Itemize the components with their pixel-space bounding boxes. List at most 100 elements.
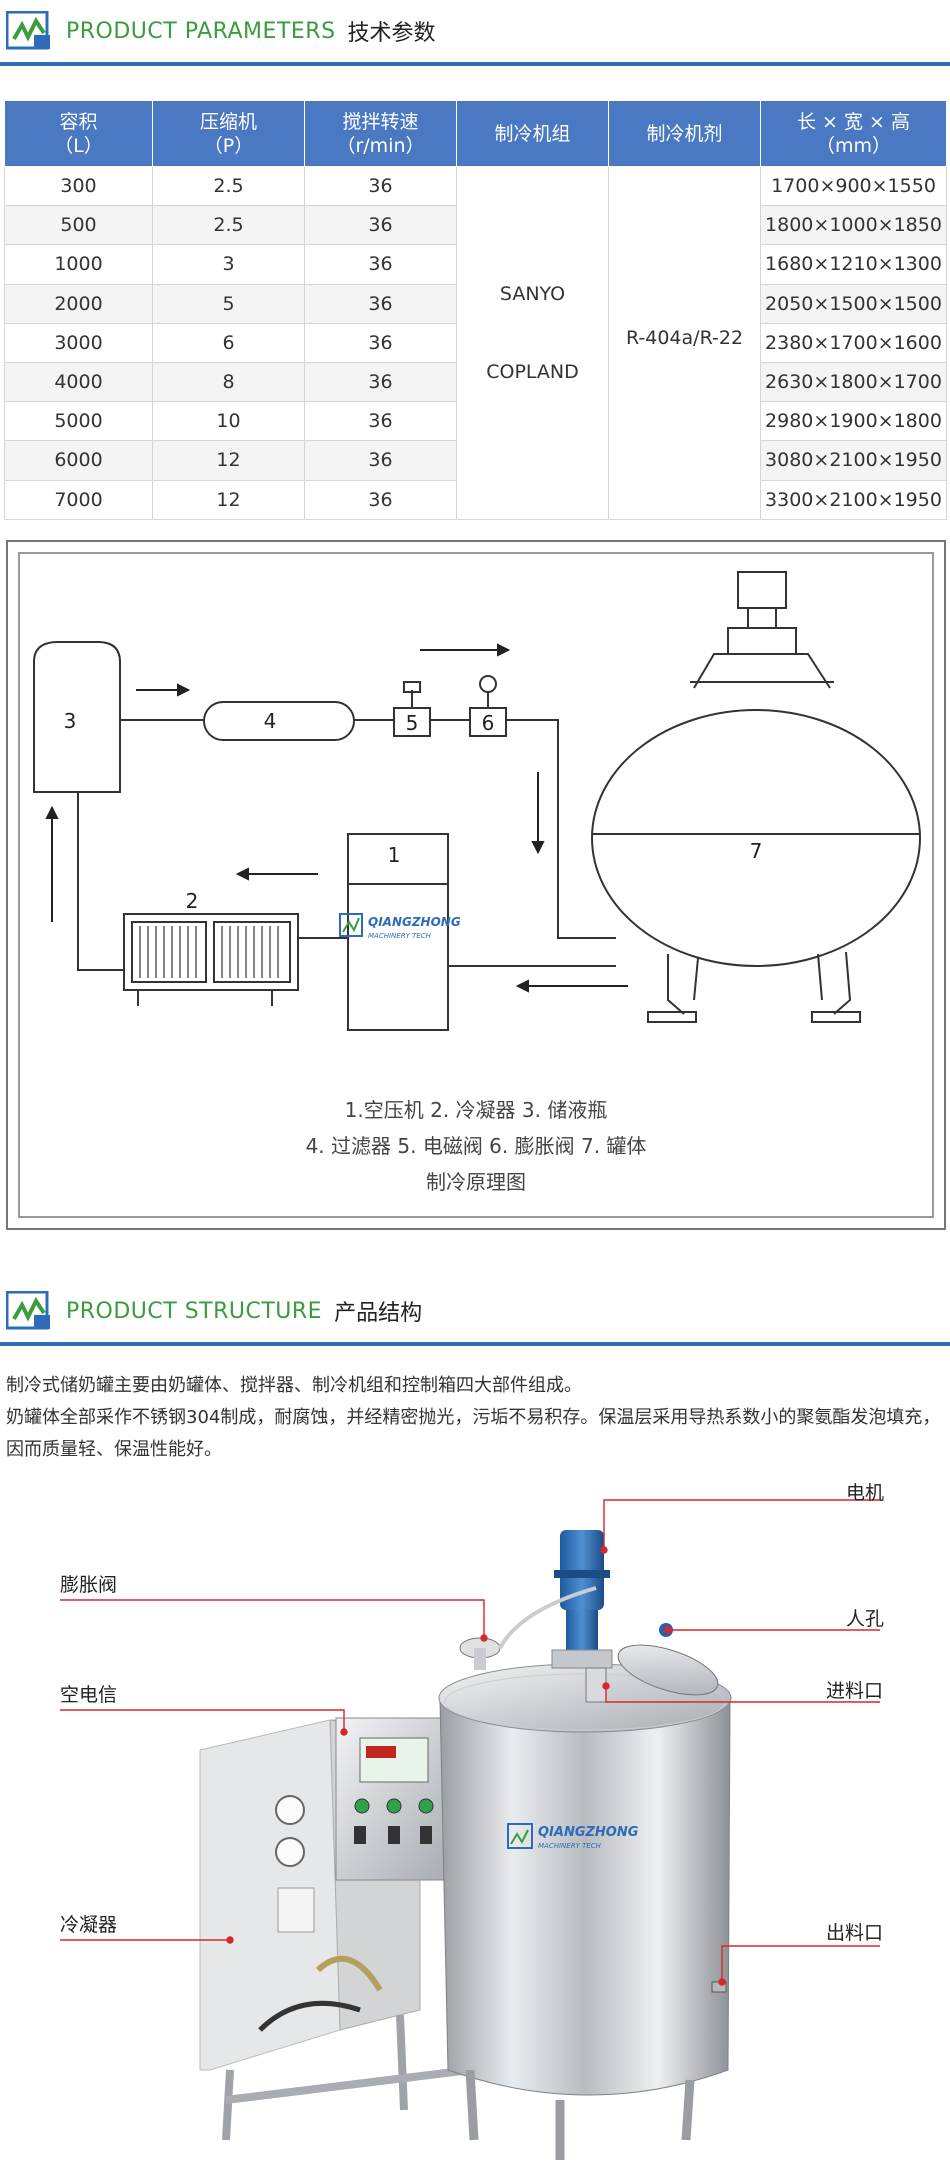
brand-logo-icon	[5, 10, 52, 51]
diagram-caption-title: 制冷原理图	[426, 1170, 526, 1194]
cell-dimensions: 1800×1000×1850	[760, 205, 947, 246]
product-structure-illustration: QIANGZHONG MACHINERY TECH 电机 膨胀阀 人孔 空电信 …	[0, 1470, 950, 2165]
callout-outlet: 出料口	[826, 1922, 884, 1944]
header-volume: 容积（L）	[4, 100, 153, 167]
cell-compressor: 3	[152, 244, 305, 285]
cell-speed: 36	[304, 479, 457, 520]
table-row: 2000 5 36 2050×1500×1500	[4, 283, 947, 324]
condenser-shape	[123, 913, 299, 991]
cell-dimensions: 2980×1900×1800	[760, 401, 947, 442]
condenser-unit-shape	[199, 1719, 341, 2071]
table-row: 7000 12 36 3300×2100×1950	[4, 479, 947, 520]
compressor-shape	[347, 833, 449, 1031]
label-7: 7	[750, 839, 763, 863]
structure-description: 制冷式储奶罐主要由奶罐体、搅拌器、制冷机组和控制箱四大部件组成。 奶罐体全部采作…	[6, 1370, 942, 1466]
cell-speed: 36	[304, 361, 457, 403]
cell-compressor: 2.5	[152, 205, 305, 246]
callout-motor: 电机	[846, 1482, 885, 1504]
cell-dimensions: 2380×1700×1600	[760, 322, 947, 363]
manhole-shape	[617, 1644, 719, 1696]
svg-text:MACHINERY TECH: MACHINERY TECH	[368, 932, 432, 940]
cell-dimensions: 1680×1210×1300	[760, 244, 947, 285]
cell-volume: 2000	[4, 283, 153, 324]
header-stir-speed: 搅拌转速（r/min）	[304, 100, 457, 167]
receiver-bottle-shape	[33, 641, 121, 793]
diagram-caption-line2: 4. 过滤器 5. 电磁阀 6. 膨胀阀 7. 罐体	[305, 1134, 647, 1158]
section-title-cn: 技术参数	[347, 21, 436, 46]
section-title-en: PRODUCT STRUCTURE	[66, 1298, 323, 1324]
callout-manhole: 人孔	[846, 1608, 885, 1630]
label-4: 4	[264, 709, 277, 733]
svg-text:MACHINERY TECH: MACHINERY TECH	[538, 1842, 602, 1850]
diagram-inner-border	[18, 552, 934, 1218]
refrigeration-diagram: 3 4 5 6 7 1 2 QIANGZHONG MACHINERY TECH …	[6, 540, 946, 1230]
cell-dimensions: 1700×900×1550	[760, 165, 947, 207]
callout-air-switch: 空电信	[60, 1684, 118, 1706]
diagram-caption-line1: 1.空压机 2. 冷凝器 3. 储液瓶	[344, 1098, 608, 1122]
table-row: 1000 3 36 1680×1210×1300	[4, 244, 947, 285]
cell-dimensions: 2630×1800×1700	[760, 361, 947, 403]
table-row: 4000 8 36 2630×1800×1700	[4, 361, 947, 403]
table-row: 6000 12 36 3080×2100×1950	[4, 440, 947, 481]
cell-compressor: 12	[152, 479, 305, 520]
structure-paragraph-2: 奶罐体全部采作不锈钢304制成，耐腐蚀，并经精密抛光，污垢不易积存。保温层采用导…	[6, 1407, 941, 1460]
parameters-table: 容积（L） 压缩机（P） 搅拌转速（r/min） 制冷机组 制冷机剂 长 × 宽…	[4, 100, 947, 520]
tank-body-shape	[439, 1674, 731, 2096]
motor-shape	[737, 571, 787, 609]
table-row: 300 2.5 36 SANYO COPLAND R-404a/R-22 170…	[4, 165, 947, 520]
callout-inlet: 进料口	[826, 1680, 884, 1702]
header-refrigeration-unit: 制冷机组	[456, 100, 609, 167]
cell-compressor: 5	[152, 283, 305, 324]
callout-lines	[60, 1499, 880, 1986]
cell-speed: 36	[304, 244, 457, 285]
section-title-en: PRODUCT PARAMETERS	[66, 18, 336, 44]
table-header-row: 容积（L） 压缩机（P） 搅拌转速（r/min） 制冷机组 制冷机剂 长 × 宽…	[4, 100, 947, 167]
cell-volume: 4000	[4, 361, 153, 403]
cell-dimensions: 2050×1500×1500	[760, 283, 947, 324]
diagram-drawing: 3 4 5 6 7 1 2 QIANGZHONG MACHINERY TECH	[33, 571, 921, 1031]
cell-volume: 1000	[4, 244, 153, 285]
diagram-watermark: QIANGZHONG MACHINERY TECH	[339, 913, 461, 940]
cell-compressor: 12	[152, 440, 305, 481]
callout-expansion-valve: 膨胀阀	[60, 1574, 118, 1596]
cell-speed: 36	[304, 401, 457, 442]
table-row: 5000 10 36 2980×1900×1800	[4, 401, 947, 442]
cell-volume: 300	[4, 165, 153, 207]
label-6: 6	[482, 711, 495, 735]
filter-shape	[203, 701, 355, 741]
header-dimensions: 长 × 宽 × 高（mm）	[760, 100, 947, 167]
cell-speed: 36	[304, 205, 457, 246]
section-title-cn: 产品结构	[334, 1301, 423, 1326]
photo-watermark: QIANGZHONG MACHINERY TECH	[507, 1823, 639, 1850]
cell-compressor: 6	[152, 322, 305, 363]
cell-compressor: 10	[152, 401, 305, 442]
section-header-structure: PRODUCT STRUCTURE 产品结构	[0, 1280, 950, 1346]
cell-volume: 5000	[4, 401, 153, 442]
callout-condenser: 冷凝器	[60, 1914, 118, 1936]
table-row: 500 2.5 36 1800×1000×1850	[4, 205, 947, 246]
cell-speed: 36	[304, 283, 457, 324]
cell-speed: 36	[304, 165, 457, 207]
label-1: 1	[388, 843, 401, 867]
cell-dimensions: 3080×2100×1950	[760, 440, 947, 481]
cell-refrigeration-unit: SANYO COPLAND	[456, 166, 609, 520]
cell-speed: 36	[304, 440, 457, 481]
section-header-parameters: PRODUCT PARAMETERS 技术参数	[0, 0, 950, 66]
cell-volume: 6000	[4, 440, 153, 481]
cell-volume: 3000	[4, 322, 153, 363]
label-3: 3	[64, 709, 77, 733]
cell-speed: 36	[304, 322, 457, 363]
cell-volume: 7000	[4, 479, 153, 520]
cell-refrigerant: R-404a/R-22	[608, 166, 761, 520]
svg-text:QIANGZHONG: QIANGZHONG	[538, 1825, 639, 1840]
header-refrigerant: 制冷机剂	[608, 100, 761, 167]
cell-compressor: 8	[152, 361, 305, 403]
label-2: 2	[186, 889, 199, 913]
cell-compressor: 2.5	[152, 165, 305, 207]
structure-paragraph-1: 制冷式储奶罐主要由奶罐体、搅拌器、制冷机组和控制箱四大部件组成。	[6, 1375, 582, 1396]
table-row: 3000 6 36 2380×1700×1600	[4, 322, 947, 363]
label-5: 5	[406, 711, 419, 735]
header-compressor: 压缩机（P）	[152, 100, 305, 167]
tank-shape	[591, 709, 921, 967]
svg-text:QIANGZHONG: QIANGZHONG	[368, 915, 461, 929]
